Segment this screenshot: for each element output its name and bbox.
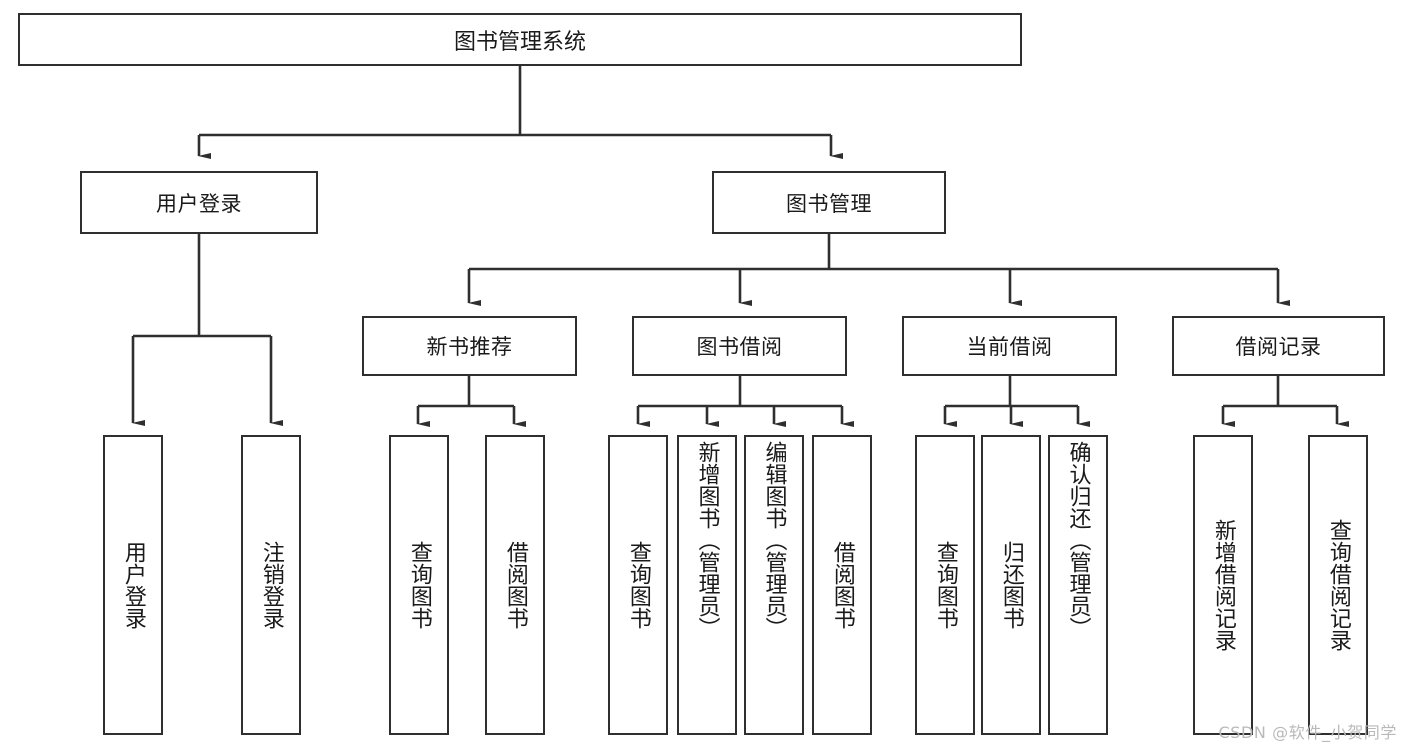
leaf-edit-book-admin[interactable]: 编辑图书（管理员） [744,435,804,735]
leaf-label: 归还图书 [998,541,1024,629]
leaf-label: 用户登录 [120,541,146,629]
leaf-label: 借阅图书 [829,541,855,629]
leaf-label: 新增借阅记录 [1210,519,1236,651]
leaf-query-borrow-record[interactable]: 查询借阅记录 [1308,435,1368,735]
node-label: 用户登录 [156,191,242,216]
leaf-add-book-admin[interactable]: 新增图书（管理员） [677,435,737,735]
node-label: 新书推荐 [426,335,513,359]
leaf-add-borrow-record[interactable]: 新增借阅记录 [1193,435,1253,735]
leaf-label: 注销登录 [258,541,284,629]
leaf-query-book-borrow[interactable]: 查询图书 [608,435,668,735]
node-new-book-recommend[interactable]: 新书推荐 [362,316,577,376]
watermark: CSDN @软件_小贺同学 [1218,723,1397,742]
node-root-system[interactable]: 图书管理系统 [18,13,1022,66]
node-borrow-record[interactable]: 借阅记录 [1172,316,1385,376]
leaf-query-book-recommend[interactable]: 查询图书 [389,435,449,735]
leaf-query-book-current[interactable]: 查询图书 [915,435,975,735]
leaf-label: 查询图书 [406,541,432,629]
node-user-login[interactable]: 用户登录 [80,171,318,234]
node-label: 当前借阅 [966,335,1053,359]
leaf-label: 查询图书 [932,541,958,629]
leaf-borrow-book-recommend[interactable]: 借阅图书 [485,435,545,735]
node-label: 图书管理 [786,191,872,216]
leaf-confirm-return-admin[interactable]: 确认归还（管理员） [1048,435,1108,735]
leaf-borrow-book[interactable]: 借阅图书 [812,435,872,735]
leaf-label: 查询图书 [625,541,651,629]
leaf-return-book[interactable]: 归还图书 [981,435,1041,735]
leaf-label: 编辑图书（管理员） [761,441,787,639]
node-label: 图书管理系统 [453,29,586,55]
node-label: 图书借阅 [696,335,783,359]
node-book-management[interactable]: 图书管理 [712,171,946,234]
node-label: 借阅记录 [1235,335,1322,359]
node-book-borrow[interactable]: 图书借阅 [632,316,847,376]
leaf-user-logout[interactable]: 注销登录 [241,435,301,735]
leaf-label: 确认归还（管理员） [1065,441,1091,639]
leaf-user-login[interactable]: 用户登录 [103,435,163,735]
leaf-label: 借阅图书 [502,541,528,629]
leaf-label: 查询借阅记录 [1325,519,1351,651]
leaf-label: 新增图书（管理员） [694,441,720,639]
node-current-borrow[interactable]: 当前借阅 [902,316,1117,376]
